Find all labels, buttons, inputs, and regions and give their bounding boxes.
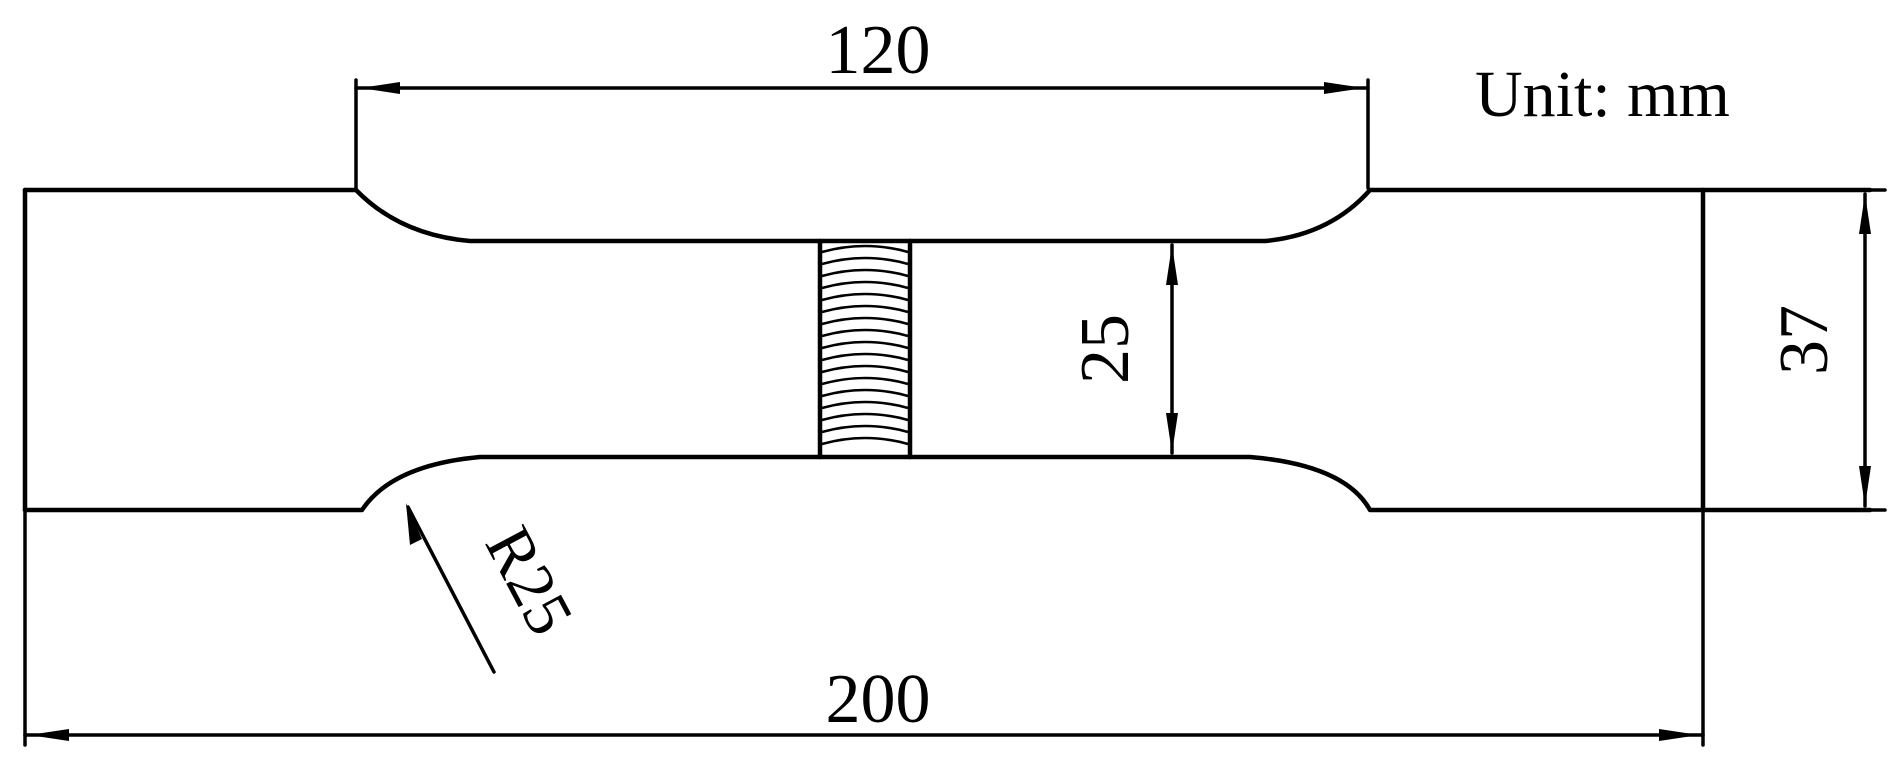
gauge-width-label: 25 [1067,314,1144,384]
dimension-grip-width: 37 [1703,188,1887,512]
fillet-radius-label: R25 [471,515,587,646]
specimen-outline [22,187,1873,244]
dimension-fillet-radius: R25 [406,503,587,674]
unit-label: Unit: mm [1475,58,1730,131]
gauge-length-label: 120 [826,12,931,89]
dimension-gauge-length: 120 [354,12,1370,190]
dimension-gauge-width: 25 [1067,243,1178,455]
total-length-label: 200 [826,661,931,738]
grip-width-label: 37 [1766,305,1843,375]
weld-bead [817,238,913,460]
specimen-outline-bottom [22,454,1873,513]
dimension-total-length: 200 [23,510,1705,747]
